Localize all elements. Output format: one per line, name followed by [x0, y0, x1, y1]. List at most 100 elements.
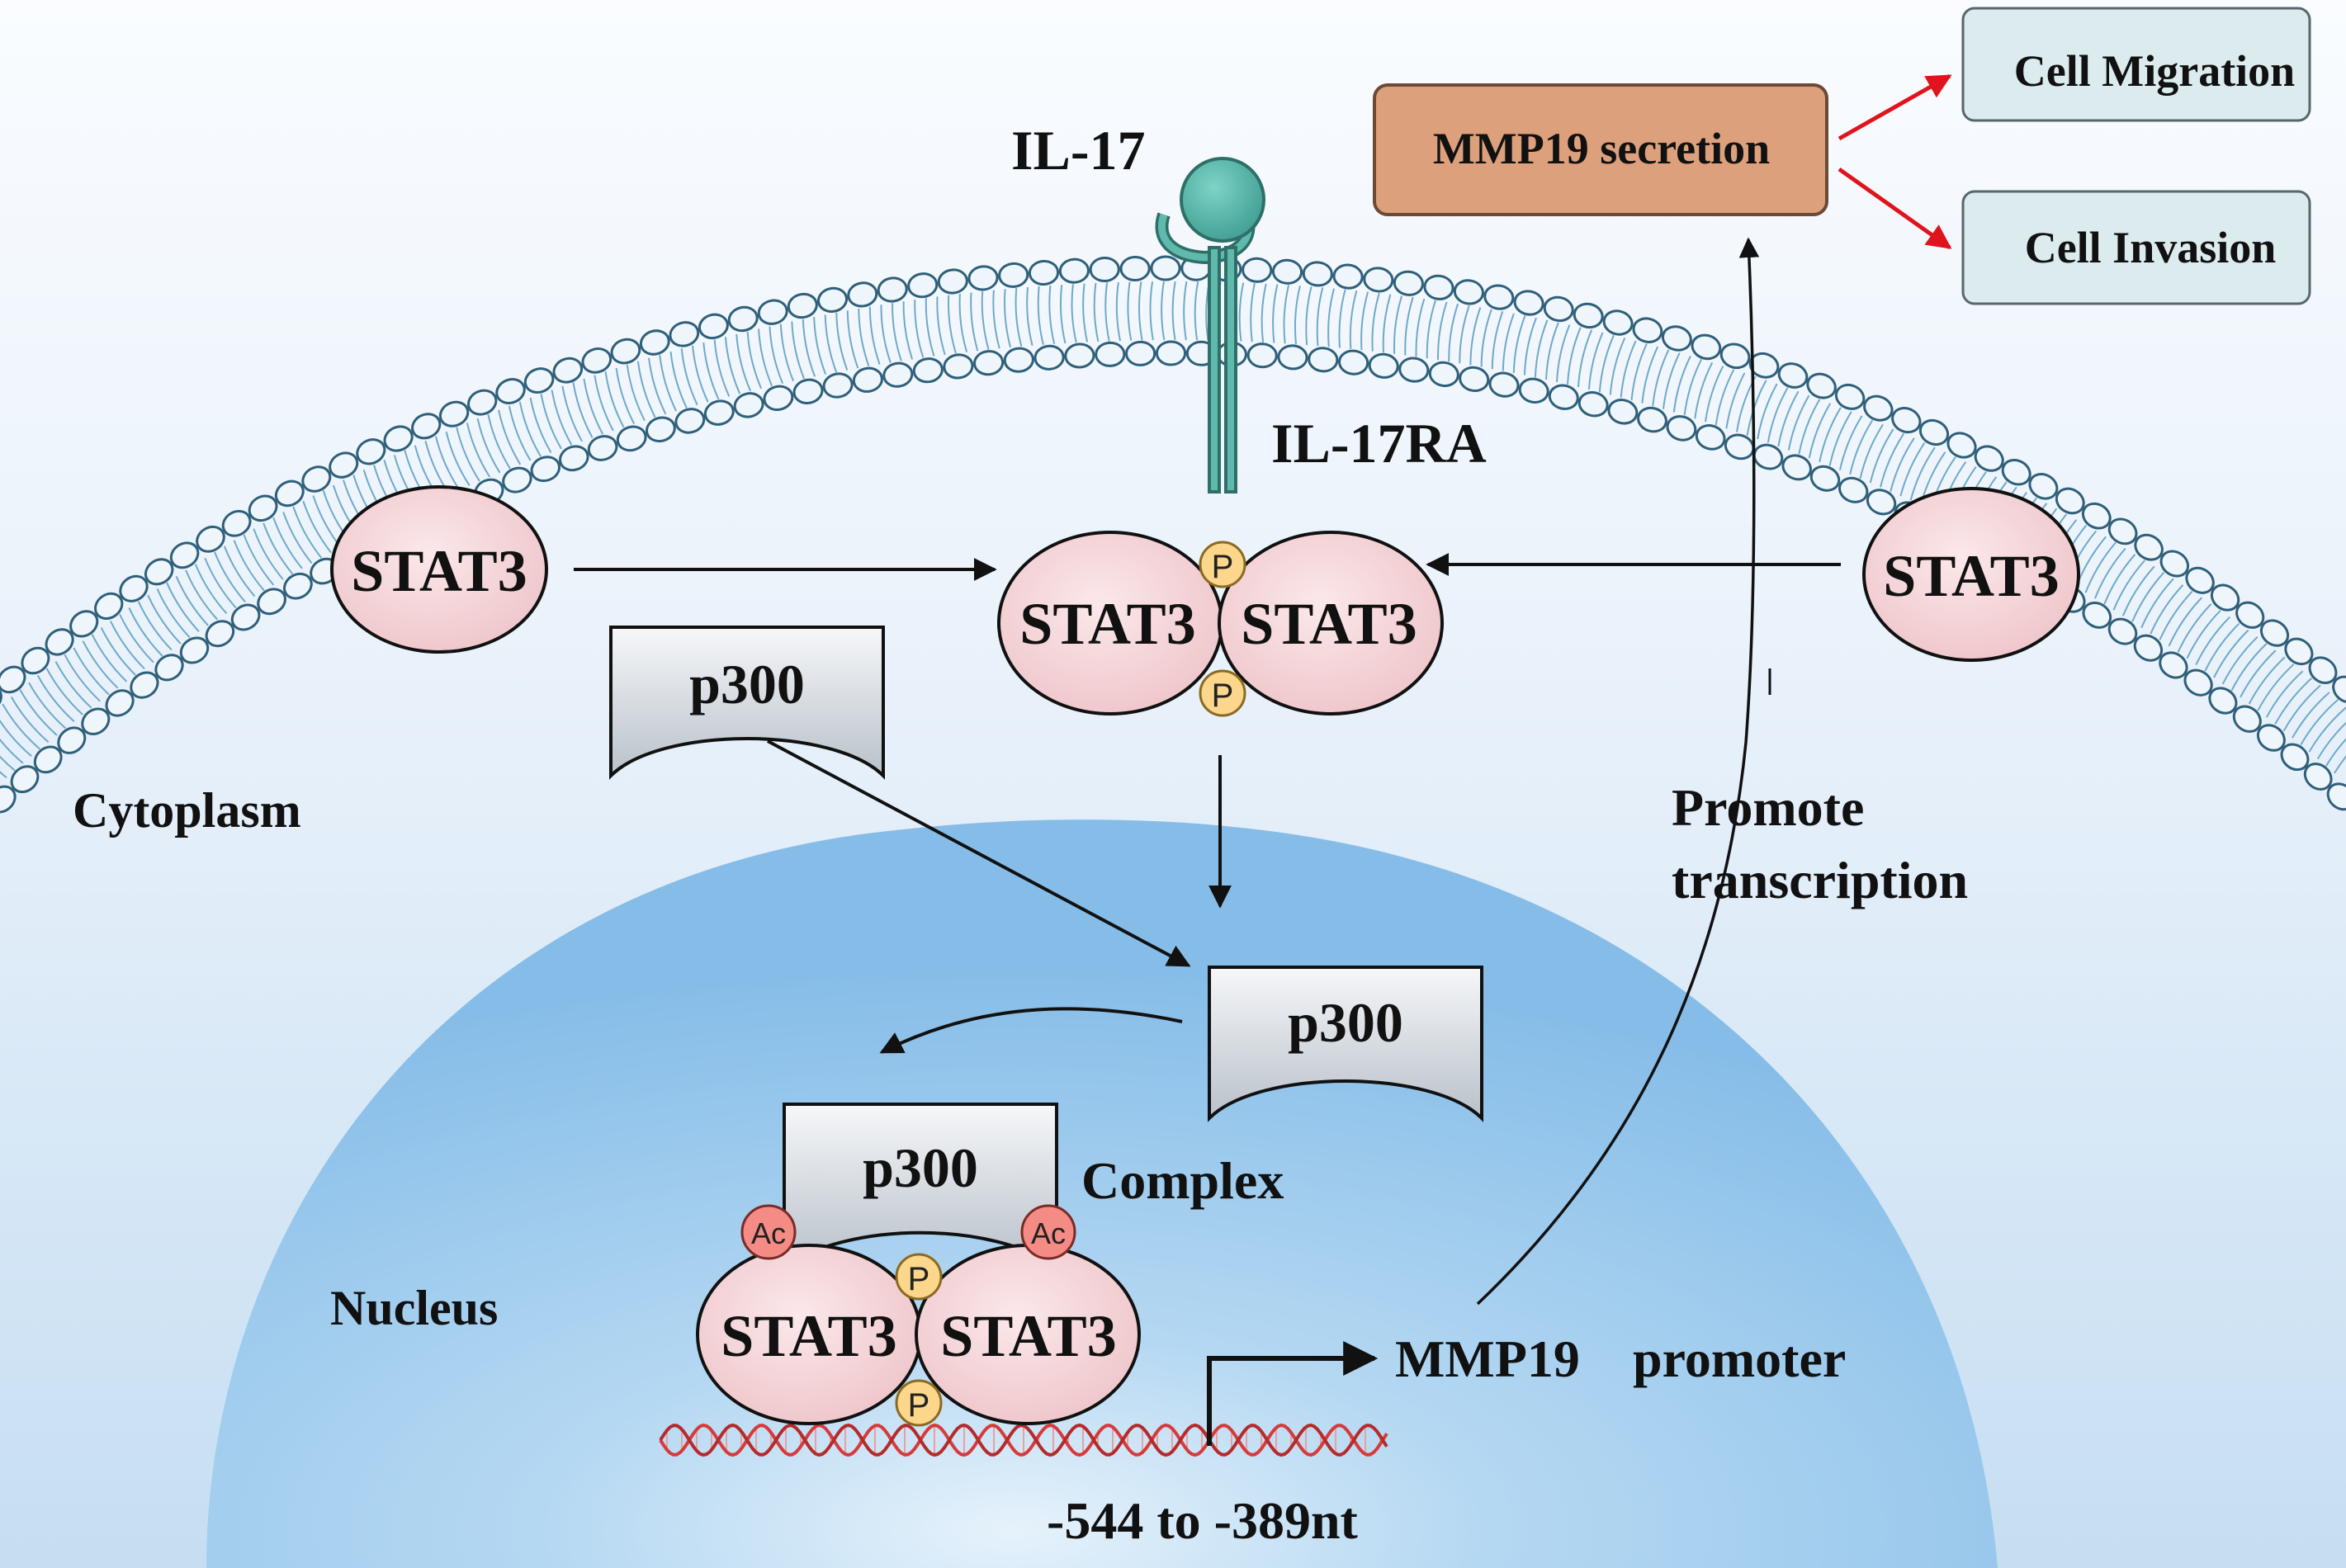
- lipid-tail: [1115, 281, 1121, 342]
- lipid-tail: [272, 517, 303, 569]
- lipid-tail: [119, 614, 154, 664]
- lipid-tail: [1469, 307, 1482, 366]
- complex-stat3-a-label: STAT3: [721, 1303, 896, 1369]
- lipid-tail: [1305, 286, 1313, 346]
- promote-label-line2: transcription: [1672, 851, 1968, 909]
- lipid-tail: [1859, 423, 1884, 479]
- lipid-tail: [1261, 283, 1267, 342]
- lipid-tail: [659, 354, 677, 412]
- lipid-tail: [82, 640, 119, 689]
- lipid-head: [2284, 637, 2314, 666]
- acetyl-left-label: Ac: [751, 1216, 786, 1250]
- lipid-head: [2055, 487, 2085, 515]
- lipid-tail: [2292, 692, 2330, 739]
- lipid-tail: [2204, 622, 2240, 672]
- lipid-head: [2303, 763, 2333, 791]
- mmp19-secretion-box: MMP19 secretion: [1373, 83, 1828, 216]
- lipid-head: [1918, 418, 1950, 446]
- lipid-tail: [1694, 361, 1714, 419]
- stat3-left-label: STAT3: [351, 538, 527, 604]
- lipid-head: [69, 610, 99, 638]
- lipid-tail: [2103, 554, 2136, 605]
- lipid-head: [10, 765, 40, 794]
- lipid-head: [2232, 705, 2262, 733]
- lipid-head: [1095, 341, 1126, 367]
- lipid-tail: [1869, 428, 1894, 484]
- lipid-head: [1483, 284, 1515, 310]
- lipid-head: [1308, 347, 1339, 373]
- lipid-head: [1719, 342, 1751, 370]
- lipid-tail: [958, 294, 968, 352]
- lipid-head: [274, 479, 305, 508]
- lipid-tail: [1037, 286, 1044, 346]
- lipid-tail: [1909, 446, 1936, 501]
- lipid-head: [1271, 258, 1303, 285]
- lipid-tail: [2240, 649, 2277, 698]
- lipid-head: [1863, 394, 1894, 422]
- lipid-tail: [1683, 358, 1702, 416]
- lipid-tail: [702, 342, 720, 400]
- lipid-head: [1806, 372, 1837, 399]
- lipid-tail: [1183, 281, 1188, 341]
- lipid-tail: [1641, 346, 1659, 404]
- lipid-tail: [263, 522, 294, 575]
- lipid-tail: [1382, 294, 1392, 353]
- lipid-head: [1974, 445, 2004, 472]
- lipid-tail: [1059, 284, 1067, 344]
- lipid-tail: [1652, 349, 1670, 407]
- lipid-head: [21, 646, 50, 675]
- lipid-head: [2259, 619, 2290, 647]
- lipid-head: [2107, 517, 2138, 545]
- lipid-tail: [19, 689, 58, 736]
- lipid-tail: [692, 345, 709, 403]
- phospho-bottom-nuc: [895, 1379, 943, 1427]
- lipid-tail: [2274, 678, 2313, 725]
- lipid-tail: [1620, 340, 1637, 398]
- lipid-tail: [292, 506, 323, 559]
- cell-membrane: [0, 255, 2346, 814]
- lipid-tail: [1672, 355, 1691, 413]
- lipid-head: [1423, 274, 1454, 300]
- lipid-tail: [561, 385, 583, 442]
- lipid-head: [144, 558, 174, 586]
- lipid-tail: [947, 295, 957, 354]
- lipid-tail: [824, 314, 838, 373]
- lipid-tail: [914, 300, 925, 358]
- lipid-head: [356, 438, 386, 465]
- lipid-head: [383, 425, 414, 452]
- lipid-head: [1748, 352, 1780, 379]
- lipid-head: [530, 456, 561, 483]
- lipid-tail: [110, 621, 145, 670]
- lipid-head: [674, 408, 706, 434]
- lipid-tail: [137, 601, 173, 651]
- lipid-tail: [1512, 315, 1526, 374]
- lipid-tail: [615, 367, 636, 425]
- lipid-tail: [2248, 656, 2286, 705]
- lipid-head: [1003, 347, 1034, 373]
- lipid-tail: [518, 401, 542, 457]
- p300-complex-label: p300: [863, 1136, 978, 1199]
- lipid-tail: [2221, 635, 2258, 685]
- lipid-tail: [10, 696, 50, 744]
- cytoplasm-label: Cytoplasm: [73, 783, 301, 838]
- dna-strand: [659, 1423, 1388, 1457]
- lipid-tail: [2177, 603, 2212, 653]
- lipid-tail: [1787, 394, 1810, 451]
- lipid-tail: [735, 333, 752, 392]
- lipid-tail: [594, 375, 614, 432]
- lipid-head: [1155, 340, 1187, 366]
- lipid-head: [639, 329, 670, 356]
- lipid-tail: [100, 627, 136, 676]
- lipid-tail: [233, 540, 265, 592]
- lipid-tail: [1316, 287, 1324, 347]
- lipid-head: [1453, 279, 1484, 305]
- lipid-head: [179, 636, 210, 664]
- lipid-tail: [2159, 590, 2193, 640]
- lipid-tail: [487, 413, 511, 470]
- lipid-tail: [498, 409, 522, 465]
- lipid-tail: [779, 324, 795, 382]
- cell-invasion-label: Cell Invasion: [2025, 223, 2277, 272]
- lipid-head: [2235, 601, 2265, 629]
- lipid-head: [2134, 533, 2164, 561]
- lipid-head: [81, 707, 111, 735]
